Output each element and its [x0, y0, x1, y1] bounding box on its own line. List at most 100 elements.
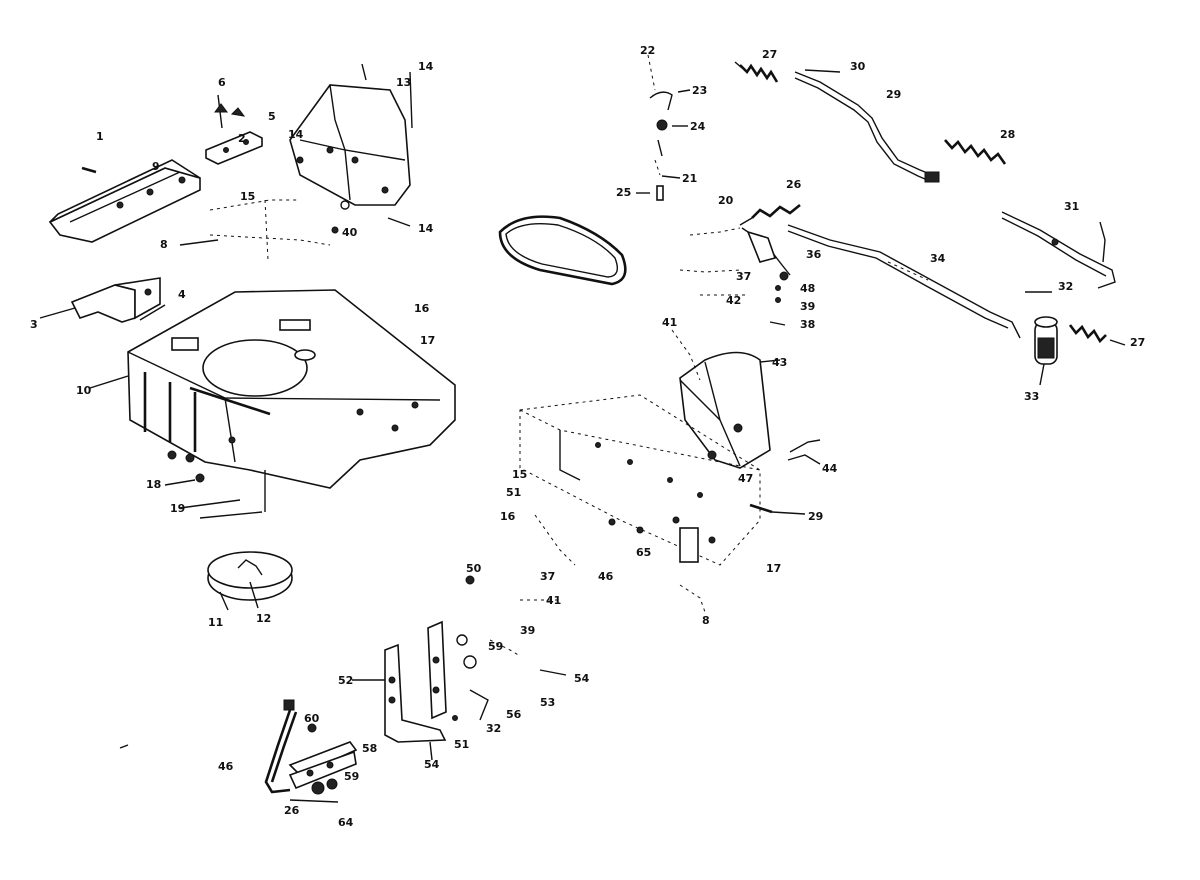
- label-17: 17: [420, 334, 435, 347]
- label-42: 42: [726, 294, 741, 307]
- label-25: 25: [616, 186, 631, 199]
- spring-35: [739, 203, 801, 226]
- label-59b: 59: [344, 770, 359, 783]
- label-15: 15: [240, 190, 255, 203]
- label-41b: 41: [546, 594, 561, 607]
- label-51a: 51: [506, 486, 521, 499]
- callout-labels: 1 9 6 2 5 14 13 14 14 15 8 40 4 3 10 16 …: [30, 44, 1145, 829]
- label-23: 23: [692, 84, 707, 97]
- label-32: 32: [1058, 280, 1073, 293]
- label-47: 47: [738, 472, 753, 485]
- small-plate: [205, 94, 263, 165]
- solenoid-33: [1034, 316, 1058, 386]
- handle-46: [264, 699, 298, 794]
- label-65: 65: [636, 546, 651, 559]
- label-54a: 54: [574, 672, 590, 685]
- bolt-assembly: [179, 199, 350, 261]
- label-18: 18: [146, 478, 161, 491]
- label-20: 20: [718, 194, 734, 207]
- label-10: 10: [76, 384, 92, 397]
- label-31: 31: [1064, 200, 1079, 213]
- control-rod-34: [787, 224, 1021, 339]
- spring-27-right: [1068, 324, 1126, 346]
- label-14c: 14: [418, 222, 434, 235]
- label-14a: 14: [418, 60, 434, 73]
- label-5: 5: [268, 110, 276, 123]
- label-60: 60: [304, 712, 320, 725]
- label-12: 12: [256, 612, 271, 625]
- label-59: 59: [488, 640, 503, 653]
- label-16b: 16: [500, 510, 516, 523]
- label-9: 9: [152, 160, 160, 173]
- label-21: 21: [682, 172, 697, 185]
- label-24: 24: [690, 120, 706, 133]
- label-29a: 29: [886, 88, 901, 101]
- label-33: 33: [1024, 390, 1039, 403]
- pivot-bracket-43: [671, 329, 781, 469]
- label-16: 16: [414, 302, 430, 315]
- label-2: 2: [238, 132, 246, 145]
- spring-28: [944, 139, 1007, 165]
- deck-hardware: [164, 470, 266, 519]
- label-46b: 46: [218, 760, 234, 773]
- label-30: 30: [850, 60, 866, 73]
- label-13: 13: [396, 76, 411, 89]
- plate-58: [288, 723, 358, 803]
- label-22: 22: [640, 44, 655, 57]
- linkage-36: [679, 227, 791, 326]
- main-frame: [519, 394, 806, 613]
- spring-stack: [636, 54, 691, 201]
- label-34: 34: [930, 252, 946, 265]
- label-29b: 29: [808, 510, 823, 523]
- label-51b: 51: [454, 738, 469, 751]
- label-27a: 27: [762, 48, 777, 61]
- label-56: 56: [506, 708, 522, 721]
- label-58: 58: [362, 742, 377, 755]
- label-1: 1: [96, 130, 104, 143]
- label-8b: 8: [702, 614, 710, 627]
- label-44: 44: [822, 462, 838, 475]
- label-27b: 27: [1130, 336, 1145, 349]
- v-belt: [498, 215, 627, 286]
- label-3: 3: [30, 318, 38, 331]
- label-26b: 26: [284, 804, 300, 817]
- label-38: 38: [800, 318, 815, 331]
- label-4: 4: [178, 288, 186, 301]
- label-8: 8: [160, 238, 168, 251]
- clip-64: [787, 439, 821, 465]
- label-40: 40: [342, 226, 358, 239]
- deck-skirt: [143, 372, 197, 452]
- label-53: 53: [540, 696, 555, 709]
- hardware-column: [452, 575, 567, 721]
- label-15b: 15: [512, 468, 527, 481]
- label-41a: 41: [662, 316, 677, 329]
- label-14b: 14: [288, 128, 304, 141]
- label-39: 39: [800, 300, 815, 313]
- mount-bracket: [39, 277, 161, 323]
- label-50: 50: [466, 562, 482, 575]
- deck-housing: [89, 289, 456, 489]
- control-rod-29: [794, 69, 940, 183]
- label-52: 52: [338, 674, 353, 687]
- pulley: [207, 551, 293, 611]
- label-48: 48: [800, 282, 815, 295]
- spring-27-top: [734, 61, 779, 83]
- pulley-cover: [289, 63, 413, 227]
- label-11: 11: [208, 616, 223, 629]
- label-28: 28: [1000, 128, 1015, 141]
- label-46a: 46: [598, 570, 614, 583]
- label-64: 64: [338, 816, 354, 829]
- front-bracket: [48, 159, 201, 243]
- lower-bracket-62: [352, 620, 447, 761]
- label-26: 26: [786, 178, 802, 191]
- label-17b: 17: [766, 562, 781, 575]
- label-36: 36: [806, 248, 822, 261]
- label-19: 19: [170, 502, 185, 515]
- lever-31-32: [1001, 211, 1116, 293]
- label-6: 6: [218, 76, 226, 89]
- label-43: 43: [772, 356, 787, 369]
- label-39b: 39: [520, 624, 535, 637]
- label-37b: 37: [540, 570, 555, 583]
- label-32b: 32: [486, 722, 501, 735]
